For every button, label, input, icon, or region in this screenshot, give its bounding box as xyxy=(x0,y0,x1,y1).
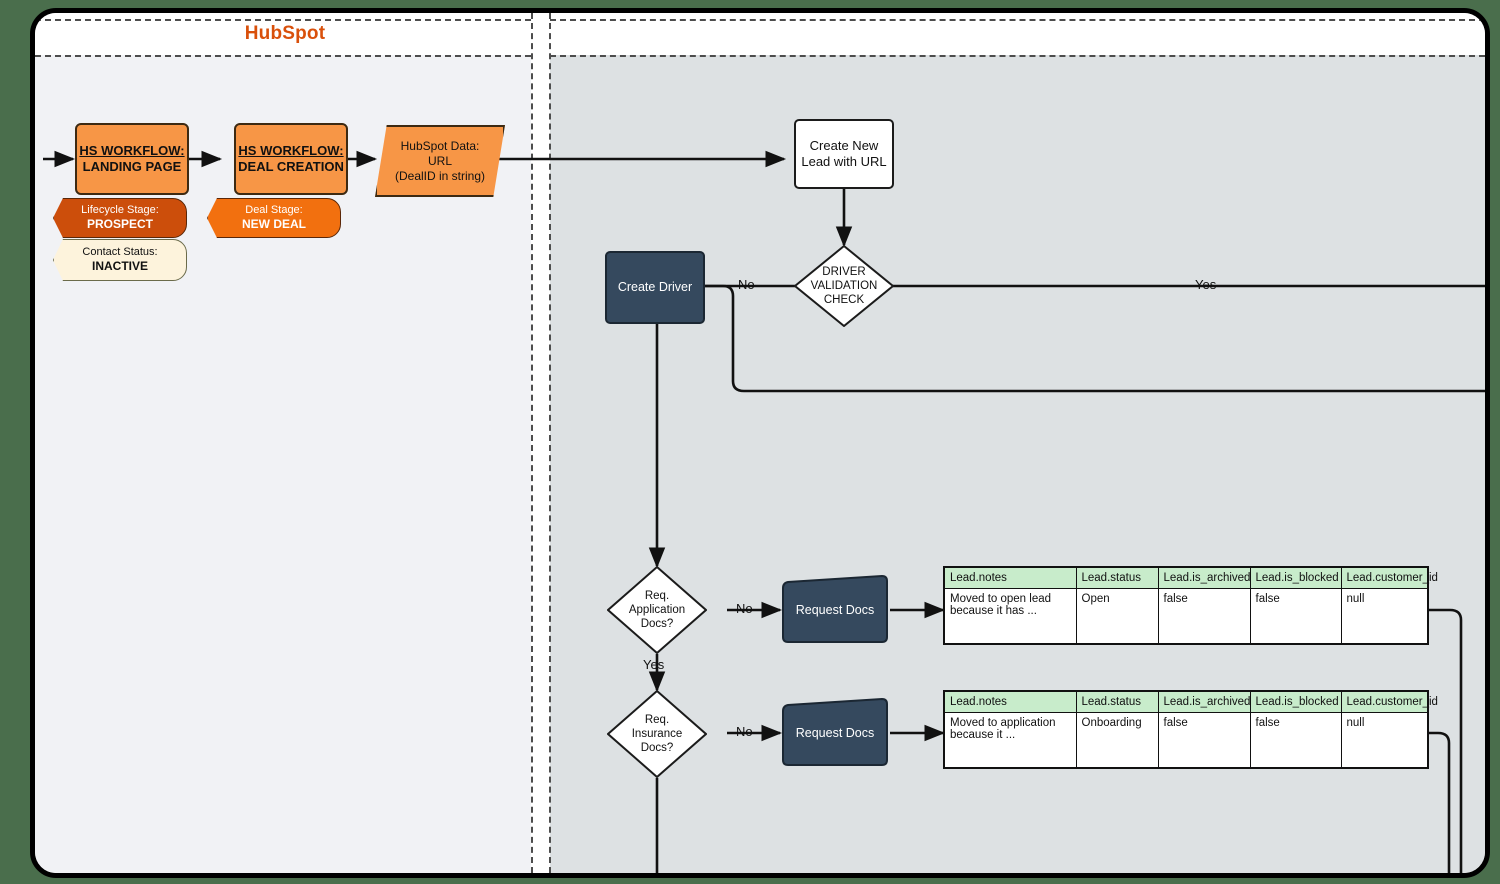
tag-deal-stage: Deal Stage: NEW DEAL xyxy=(207,198,341,238)
table-header-cell: Lead.is_archived xyxy=(1157,566,1251,589)
edge-label-insurance-no: No xyxy=(736,724,753,739)
deal-stage-label: Deal Stage: xyxy=(245,203,303,216)
hs-workflow-landing-line1: HS WORKFLOW: xyxy=(79,142,185,158)
table-cell: Onboarding xyxy=(1075,712,1159,769)
table-row: Moved to application because it ...Onboa… xyxy=(943,712,1429,769)
edge-label-application-yes: Yes xyxy=(643,657,665,672)
request-docs-1-label: Request Docs xyxy=(795,603,875,617)
node-hubspot-data[interactable]: HubSpot Data: URL (DealID in string) xyxy=(375,125,505,197)
edge-label-validation-no: No xyxy=(738,277,755,292)
node-hs-workflow-landing-page[interactable]: HS WORKFLOW: LANDING PAGE xyxy=(75,123,189,195)
connector-layer xyxy=(43,150,1485,873)
hs-workflow-landing-line2: LANDING PAGE xyxy=(82,159,182,174)
lane-header-rule-right xyxy=(550,55,1485,57)
diagram-frame: HubSpot xyxy=(30,8,1490,878)
table-header-cell: Lead.customer_id xyxy=(1340,566,1438,589)
table-cell: false xyxy=(1157,588,1251,645)
driver-validation-line1: DRIVER xyxy=(822,265,866,278)
hs-workflow-deal-line2: DEAL CREATION xyxy=(238,159,344,174)
node-driver-validation-check[interactable]: DRIVER VALIDATION CHECK xyxy=(794,245,894,327)
driver-validation-line3: CHECK xyxy=(823,294,865,306)
table-cell: false xyxy=(1249,588,1342,645)
create-lead-line2: Lead with URL xyxy=(801,154,887,169)
contact-status-value: INACTIVE xyxy=(91,259,148,274)
lane-top-rule-right xyxy=(550,19,1485,21)
req-insurance-line2: Insurance xyxy=(631,727,683,740)
table-header-cell: Lead.status xyxy=(1075,690,1159,713)
node-create-new-lead[interactable]: Create New Lead with URL xyxy=(794,119,894,189)
table-header-cell: Lead.is_blocked xyxy=(1249,566,1342,589)
req-insurance-line3: Docs? xyxy=(640,742,674,754)
table-cell: null xyxy=(1340,712,1429,769)
table-cell: false xyxy=(1157,712,1251,769)
req-insurance-line1: Req. xyxy=(644,713,670,726)
deal-stage-value: NEW DEAL xyxy=(242,217,306,232)
table-header-cell: Lead.is_archived xyxy=(1157,690,1251,713)
table-cell: null xyxy=(1340,588,1429,645)
node-hs-workflow-deal-creation[interactable]: HS WORKFLOW: DEAL CREATION xyxy=(234,123,348,195)
table-cell: Moved to application because it ... xyxy=(943,712,1077,769)
node-req-application-docs[interactable]: Req. Application Docs? xyxy=(607,566,707,654)
hs-workflow-deal-line1: HS WORKFLOW: xyxy=(238,142,344,158)
table-row: Moved to open lead because it has ...Ope… xyxy=(943,588,1429,645)
req-application-line3: Docs? xyxy=(640,618,674,630)
req-application-line2: Application xyxy=(628,603,686,616)
request-docs-2-label: Request Docs xyxy=(795,726,875,740)
node-req-insurance-docs[interactable]: Req. Insurance Docs? xyxy=(607,690,707,778)
table-header-cell: Lead.is_blocked xyxy=(1249,690,1342,713)
table-header-cell: Lead.status xyxy=(1075,566,1159,589)
lifecycle-stage-value: PROSPECT xyxy=(86,217,153,232)
table-cell: Moved to open lead because it has ... xyxy=(943,588,1077,645)
lane-top-rule-left xyxy=(35,19,531,21)
create-lead-line1: Create New xyxy=(809,137,879,153)
contact-status-label: Contact Status: xyxy=(82,245,158,258)
tag-lifecycle-stage: Lifecycle Stage: PROSPECT xyxy=(53,198,187,238)
lane-header-rule-left xyxy=(35,55,531,57)
lane-title-hubspot: HubSpot xyxy=(244,23,326,44)
hubspot-data-line3: (DealID in string) xyxy=(394,168,486,183)
tag-contact-status: Contact Status: INACTIVE xyxy=(53,239,187,281)
table-cell: Open xyxy=(1075,588,1159,645)
node-request-docs-2[interactable]: Request Docs xyxy=(780,698,890,768)
lane-divider-left xyxy=(531,13,533,873)
table-header-cell: Lead.notes xyxy=(943,690,1077,713)
table-cell: false xyxy=(1249,712,1342,769)
lifecycle-stage-label: Lifecycle Stage: xyxy=(81,203,159,216)
node-create-driver[interactable]: Create Driver xyxy=(605,251,705,324)
hubspot-data-line2: URL xyxy=(427,153,452,168)
table-header-cell: Lead.notes xyxy=(943,566,1077,589)
hubspot-data-line1: HubSpot Data: xyxy=(400,138,480,153)
create-driver-label: Create Driver xyxy=(617,279,693,294)
edge-label-application-no: No xyxy=(736,601,753,616)
lane-divider-right xyxy=(549,13,551,873)
driver-validation-line2: VALIDATION xyxy=(810,279,878,292)
edge-label-validation-yes: Yes xyxy=(1195,277,1217,292)
req-application-line1: Req. xyxy=(644,589,670,602)
table-header-cell: Lead.customer_id xyxy=(1340,690,1438,713)
node-request-docs-1[interactable]: Request Docs xyxy=(780,575,890,645)
